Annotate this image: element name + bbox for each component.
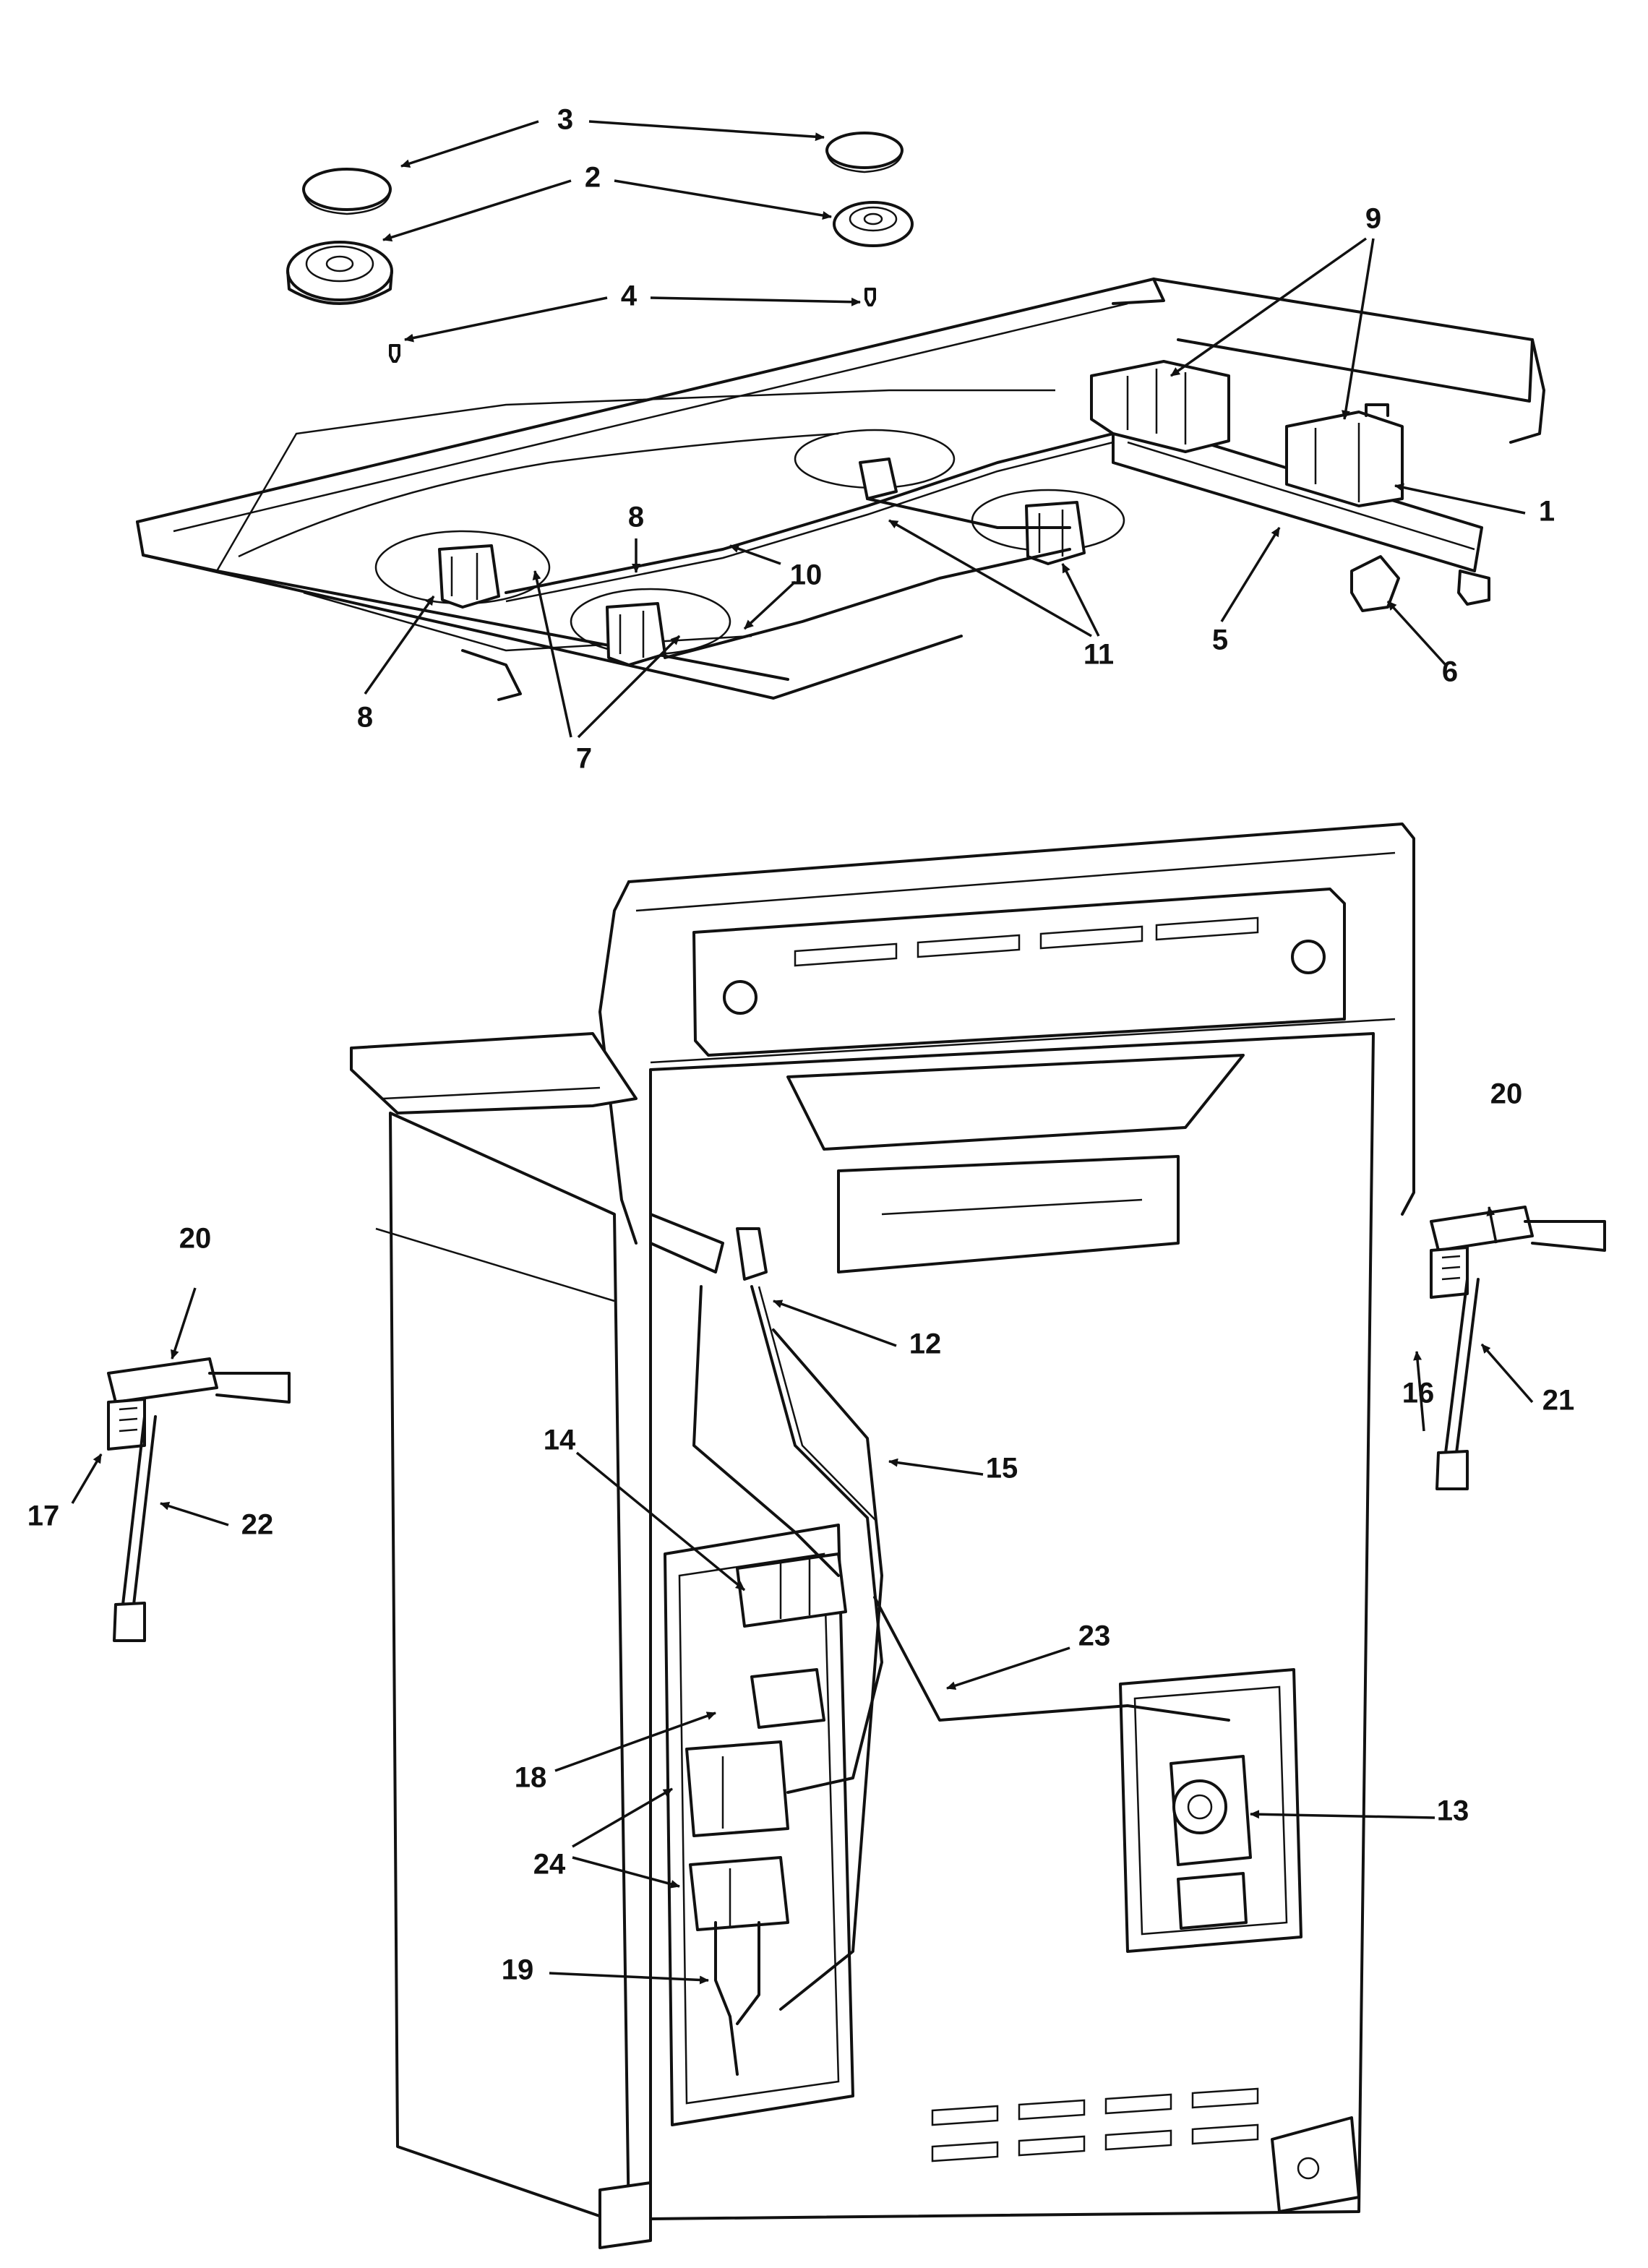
- igniter-switch-left: [1090, 360, 1230, 453]
- burner-cap-left: [302, 168, 392, 211]
- control-compartment: [664, 1524, 854, 2126]
- safety-valve-upper: [685, 1740, 789, 1837]
- callout-22: 22: [241, 1509, 274, 1541]
- callout-3: 3: [557, 104, 573, 136]
- callout-15: 15: [986, 1453, 1018, 1485]
- screws-group: [389, 288, 876, 363]
- callout-21: 21: [1542, 1385, 1575, 1417]
- gas-lines: [649, 1213, 1230, 2011]
- callout-6: 6: [1442, 656, 1458, 688]
- callout-14: 14: [544, 1425, 576, 1456]
- callout-11: 11: [1083, 639, 1114, 671]
- backguard-knob-left: [723, 980, 758, 1015]
- backguard-knob-right: [1291, 940, 1326, 974]
- callout-2: 2: [585, 162, 601, 194]
- screw-left: [389, 344, 400, 363]
- burner-caps-group: [302, 132, 904, 215]
- callout-18: 18: [515, 1762, 547, 1794]
- callout-16: 16: [1402, 1378, 1435, 1409]
- callout-9: 9: [1365, 203, 1381, 235]
- burner-heads-group: [286, 201, 914, 305]
- callout-20-left: 20: [179, 1223, 212, 1255]
- range-body: [350, 822, 1415, 2249]
- oven-igniter-left: [107, 1357, 291, 1642]
- callout-4: 4: [621, 280, 638, 312]
- callout-10: 10: [790, 559, 823, 591]
- leader-arrows: [71, 120, 1534, 1985]
- callout-1: 1: [1539, 496, 1555, 528]
- safety-valve-lower: [689, 1856, 789, 1931]
- burner-valves: [438, 458, 1086, 666]
- callout-17: 17: [27, 1500, 60, 1532]
- callout-5: 5: [1212, 624, 1228, 656]
- manifold-end: [1457, 570, 1490, 606]
- callout-13: 13: [1437, 1795, 1469, 1827]
- regulator-compartment: [1119, 1668, 1302, 1953]
- callout-labels: 3 2 4 9 1 5 6 8 8 7 10 11 12 15 14 23 13…: [27, 104, 1575, 1986]
- callout-24: 24: [533, 1849, 566, 1881]
- screw-right: [864, 288, 876, 306]
- valve-knob-stem: [1350, 555, 1400, 612]
- callout-8-lower: 8: [357, 702, 373, 734]
- callout-8-upper: 8: [628, 502, 644, 533]
- cooktop-frame: [136, 278, 1545, 701]
- oven-igniter-right: [1430, 1206, 1606, 1490]
- callout-20-right: 20: [1490, 1078, 1523, 1110]
- spark-module: [736, 1552, 847, 1628]
- burner-cap-right: [825, 132, 904, 169]
- callout-7: 7: [576, 743, 592, 775]
- callout-23: 23: [1078, 1620, 1111, 1652]
- gas-tubes: [505, 432, 1115, 659]
- callout-19: 19: [502, 1954, 534, 1986]
- manifold-assembly: [1090, 360, 1490, 612]
- callout-12: 12: [909, 1328, 942, 1360]
